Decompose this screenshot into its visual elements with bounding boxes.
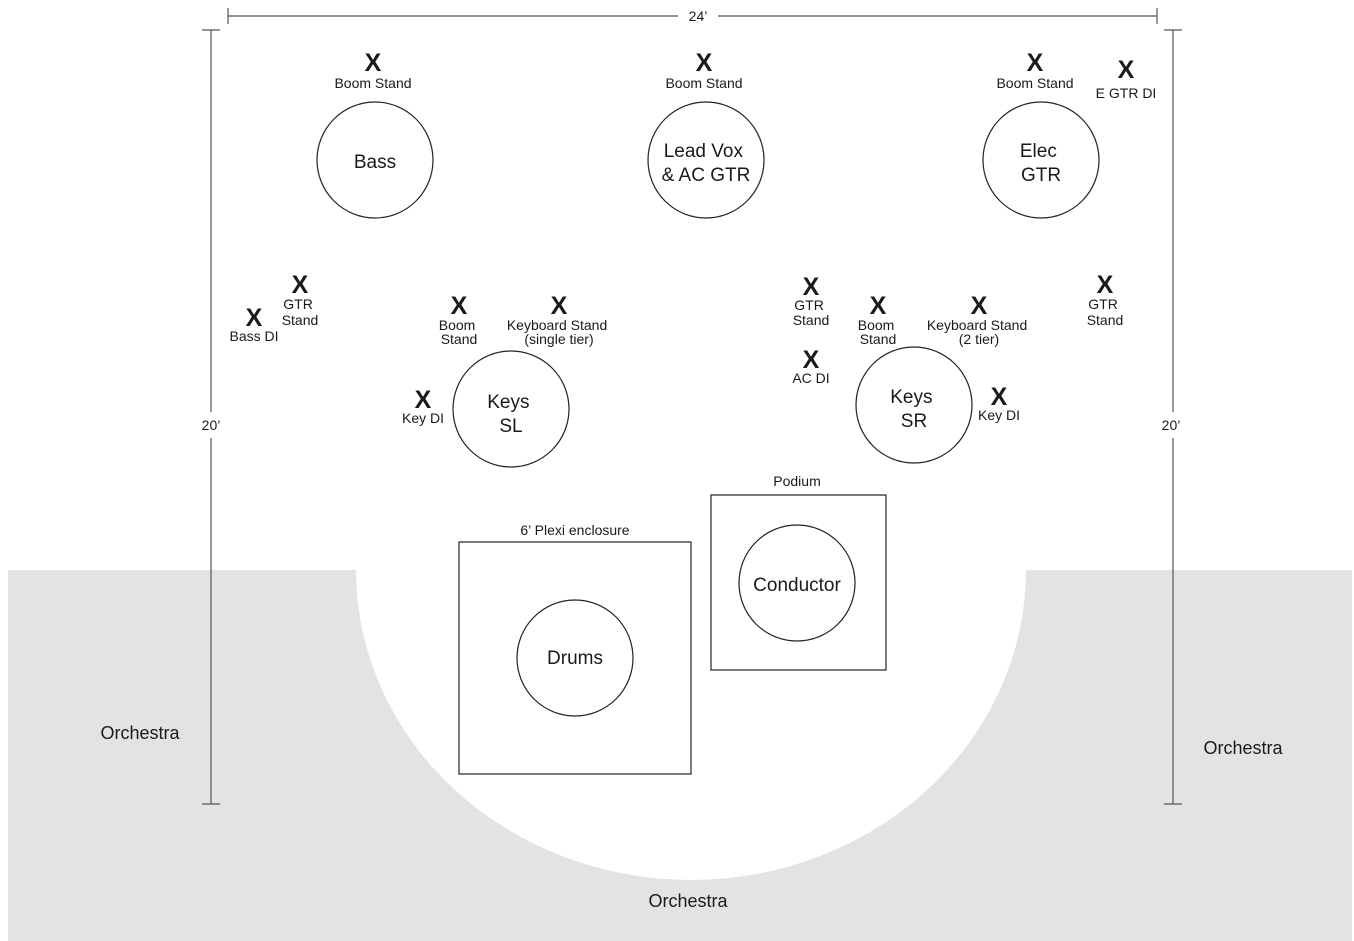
svg-text:Key DI: Key DI — [978, 407, 1020, 423]
marker-ac-di: X AC DI — [792, 346, 829, 386]
svg-text:Boom Stand: Boom Stand — [996, 75, 1073, 91]
svg-text:GTR Stand: GTR Stand — [793, 297, 830, 328]
keys-sr-label: Keys SR — [890, 387, 938, 432]
svg-text:GTR Stand: GTR Stand — [1087, 296, 1124, 328]
marker-bass-boom-stand: X Boom Stand — [334, 49, 411, 91]
svg-text:X: X — [365, 49, 382, 77]
svg-text:GTR Stand: GTR Stand — [282, 296, 319, 328]
bass-label: Bass — [354, 152, 396, 173]
depth-dimension-line-right — [1164, 29, 1182, 805]
svg-text:X: X — [415, 386, 432, 414]
conductor-position — [738, 524, 856, 642]
drums-position — [516, 599, 634, 717]
marker-key-di-sr: X Key DI — [978, 383, 1020, 423]
marker-keyboard-stand-sr: X Keyboard Stand (2 tier) — [927, 292, 1031, 347]
podium-label: Podium — [773, 473, 820, 489]
svg-text:Keyboard Stand (single t: Keyboard Stand (single tier) — [507, 317, 611, 347]
elec-gtr-position — [982, 101, 1100, 219]
svg-text:X: X — [551, 292, 568, 320]
svg-text:X: X — [803, 273, 820, 301]
svg-text:X: X — [292, 271, 309, 299]
svg-text:Keyboard Stand (2 tier): Keyboard Stand (2 tier) — [927, 317, 1031, 347]
orchestra-left-label: Orchestra — [100, 723, 180, 743]
lead-vox-label: Lead Vox & AC GTR — [662, 141, 751, 186]
svg-text:X: X — [991, 383, 1008, 411]
orchestra-bottom-label: Orchestra — [648, 891, 728, 911]
keys-sl-label: Keys SL — [487, 392, 535, 437]
svg-text:X: X — [1097, 271, 1114, 299]
svg-text:Bass DI: Bass DI — [229, 328, 278, 344]
svg-text:Boom Stand: Boom Stand — [334, 75, 411, 91]
marker-elec-boom-stand: X Boom Stand — [996, 49, 1073, 91]
svg-text:X: X — [1027, 49, 1044, 77]
keys-sr-position — [855, 346, 973, 464]
marker-lead-boom-stand: X Boom Stand — [665, 49, 742, 91]
svg-text:Key DI: Key DI — [402, 410, 444, 426]
marker-keyboard-stand-sl: X Keyboard Stand (single tier) — [507, 292, 611, 347]
plexi-enclosure-label: 6’ Plexi enclosure — [520, 522, 629, 538]
svg-text:Boom Stand: Boom Stand — [665, 75, 742, 91]
svg-text:X: X — [451, 292, 468, 320]
bass-position — [316, 101, 434, 219]
svg-text:E GTR DI: E GTR DI — [1096, 85, 1157, 101]
keys-sl-position — [452, 350, 570, 468]
svg-text:Boom Stand: Boom Stand — [858, 317, 898, 347]
svg-text:X: X — [696, 49, 713, 77]
marker-gtr-stand-center: X GTR Stand — [793, 273, 830, 328]
svg-text:X: X — [1118, 56, 1135, 84]
marker-boom-stand-sl: X Boom Stand — [439, 292, 479, 347]
elec-gtr-label: Elec GTR — [1020, 141, 1062, 186]
depth-dimension-line-left — [202, 29, 220, 805]
marker-gtr-stand-right: X GTR Stand — [1087, 271, 1124, 328]
orchestra-area — [8, 570, 1352, 941]
marker-bass-di: X Bass DI — [229, 304, 278, 344]
svg-text:Boom Stand: Boom Stand — [439, 317, 479, 347]
svg-text:AC DI: AC DI — [792, 370, 829, 386]
svg-text:X: X — [870, 292, 887, 320]
marker-gtr-stand-left: X GTR Stand — [282, 271, 319, 328]
svg-text:X: X — [246, 304, 263, 332]
conductor-label: Conductor — [753, 575, 841, 596]
depth-dimension-label-right: 20’ — [1162, 417, 1181, 433]
drums-label: Drums — [547, 648, 603, 669]
svg-text:X: X — [803, 346, 820, 374]
marker-boom-stand-sr: X Boom Stand — [858, 292, 898, 347]
marker-key-di-sl: X Key DI — [402, 386, 444, 426]
orchestra-right-label: Orchestra — [1203, 738, 1283, 758]
svg-text:X: X — [971, 292, 988, 320]
lead-vox-position — [647, 101, 765, 219]
width-dimension-label: 24’ — [689, 8, 708, 24]
width-dimension-line — [227, 8, 1158, 24]
depth-dimension-label-left: 20’ — [202, 417, 221, 433]
marker-e-gtr-di: X E GTR DI — [1096, 56, 1157, 101]
